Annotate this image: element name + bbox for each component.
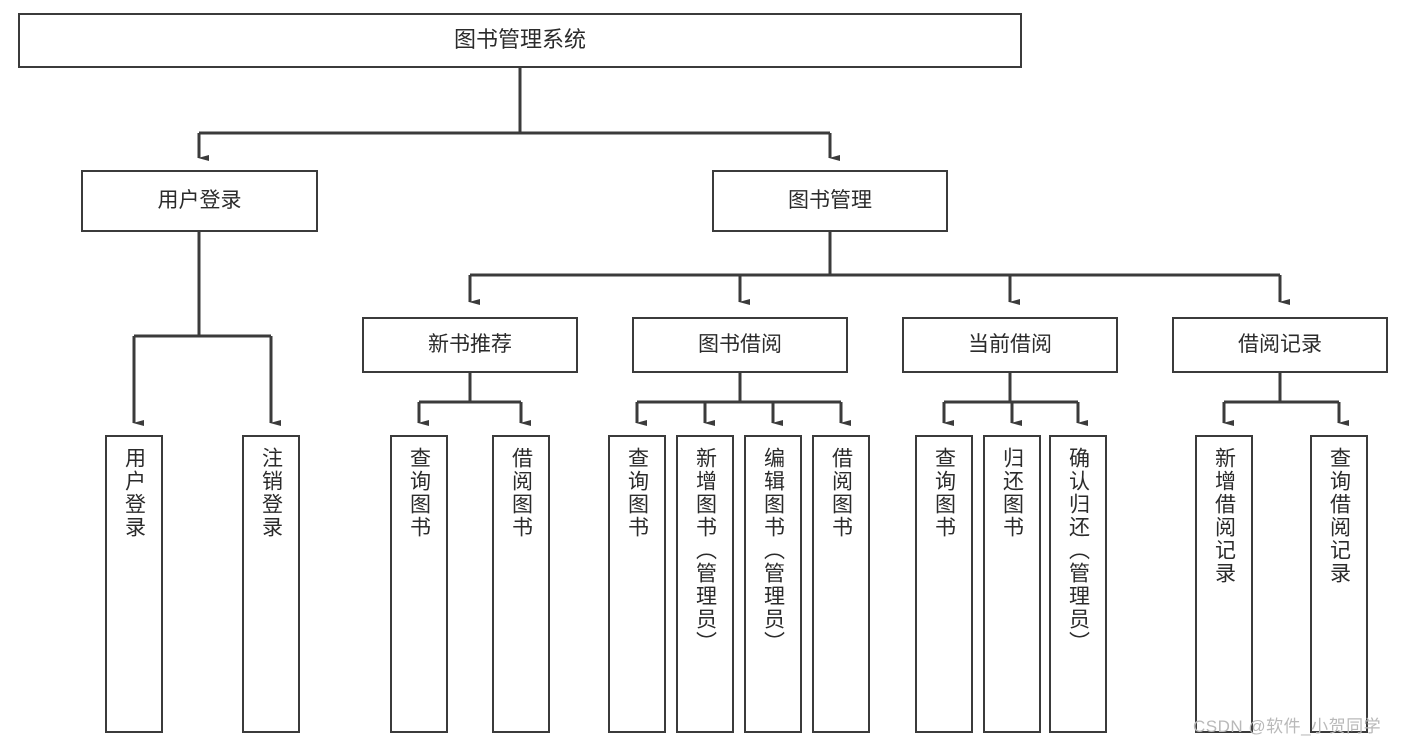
node-leaf-return-book[interactable]: 归还图书 (983, 435, 1041, 733)
node-label: 查询图书 (625, 447, 649, 539)
node-label: 借阅图书 (829, 447, 853, 539)
node-leaf-add-book-admin[interactable]: 新增图书（管理员） (676, 435, 734, 733)
node-label: 图书管理 (788, 188, 872, 212)
node-label: 编辑图书（管理员） (761, 447, 785, 654)
node-label: 借阅图书 (509, 447, 533, 539)
node-label: 查询图书 (407, 447, 431, 539)
node-label: 新书推荐 (428, 332, 512, 356)
node-label: 确认归还（管理员） (1066, 447, 1090, 654)
node-label: 归还图书 (1000, 447, 1024, 539)
node-label: 查询图书 (932, 447, 956, 539)
node-leaf-borrow-book-2[interactable]: 借阅图书 (812, 435, 870, 733)
node-label: 查询借阅记录 (1327, 447, 1351, 585)
node-leaf-query-book-2[interactable]: 查询图书 (608, 435, 666, 733)
node-user-login[interactable]: 用户登录 (81, 170, 318, 232)
node-leaf-user-login[interactable]: 用户登录 (105, 435, 163, 733)
node-label: 借阅记录 (1238, 332, 1322, 356)
node-leaf-add-borrow-record[interactable]: 新增借阅记录 (1195, 435, 1253, 733)
node-leaf-borrow-book-1[interactable]: 借阅图书 (492, 435, 550, 733)
node-book-borrow[interactable]: 图书借阅 (632, 317, 848, 373)
node-label: 用户登录 (157, 188, 242, 212)
node-label: 图书管理系统 (453, 27, 586, 53)
node-leaf-query-book-3[interactable]: 查询图书 (915, 435, 973, 733)
node-leaf-logout-login[interactable]: 注销登录 (242, 435, 300, 733)
node-label: 图书借阅 (698, 332, 782, 356)
node-label: 用户登录 (122, 447, 146, 539)
node-leaf-confirm-return-admin[interactable]: 确认归还（管理员） (1049, 435, 1107, 733)
node-leaf-query-borrow-record[interactable]: 查询借阅记录 (1310, 435, 1368, 733)
node-label: 注销登录 (259, 447, 283, 539)
node-current-borrow[interactable]: 当前借阅 (902, 317, 1118, 373)
node-new-book-recommend[interactable]: 新书推荐 (362, 317, 578, 373)
node-label: 当前借阅 (968, 332, 1052, 356)
node-book-management[interactable]: 图书管理 (712, 170, 948, 232)
node-label: 新增借阅记录 (1212, 447, 1236, 585)
node-label: 新增图书（管理员） (693, 447, 717, 654)
node-borrow-record[interactable]: 借阅记录 (1172, 317, 1388, 373)
node-leaf-edit-book-admin[interactable]: 编辑图书（管理员） (744, 435, 802, 733)
node-leaf-query-book-1[interactable]: 查询图书 (390, 435, 448, 733)
node-root-book-management-system[interactable]: 图书管理系统 (18, 13, 1022, 68)
